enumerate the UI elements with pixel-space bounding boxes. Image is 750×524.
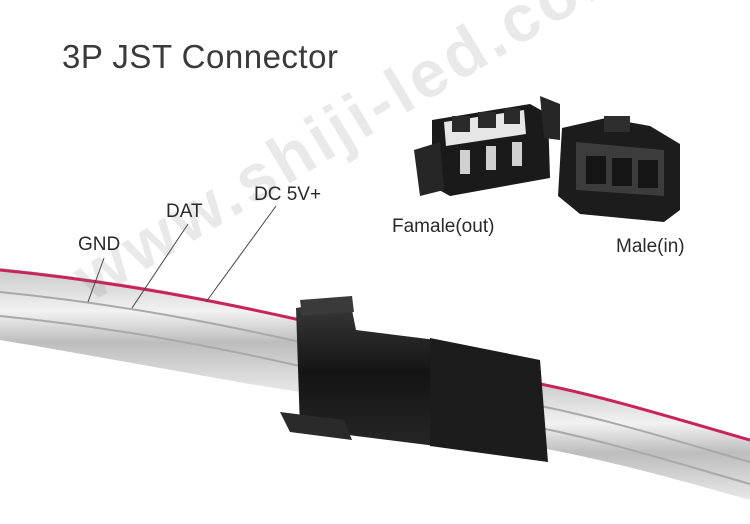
left-cable — [0, 268, 301, 392]
female-connector-label: Famale(out) — [392, 216, 495, 237]
dat-leader-line — [131, 223, 189, 309]
dc5v-label: DC 5V+ — [254, 184, 322, 205]
dc5v-leader-line — [205, 205, 277, 303]
gnd-leader-line — [87, 257, 105, 303]
male-connector-label: Male(in) — [616, 236, 685, 257]
leader-lines — [87, 205, 277, 309]
female-connector — [414, 96, 560, 196]
right-cable — [529, 380, 750, 500]
gnd-label: GND — [78, 234, 121, 255]
dat-label: DAT — [166, 201, 203, 222]
male-connector — [558, 116, 680, 222]
mated-connector — [280, 296, 548, 462]
page-title: 3P JST Connector — [62, 38, 339, 75]
